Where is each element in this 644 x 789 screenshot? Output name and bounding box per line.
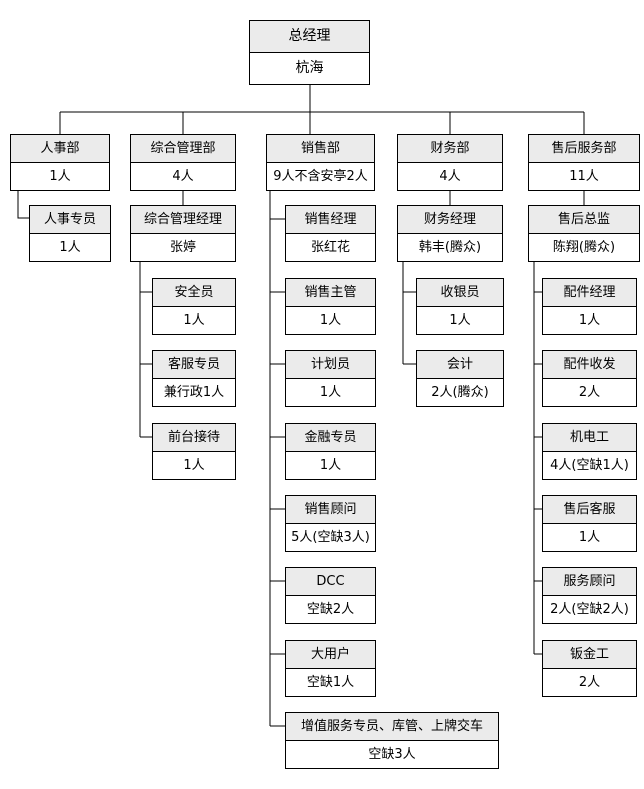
node-title: 综合管理经理 (131, 206, 235, 234)
org-node-finance-dept: 财务部 4人 (397, 134, 503, 191)
org-node-hr-dept: 人事部 1人 (10, 134, 110, 191)
node-value: 空缺1人 (306, 675, 355, 690)
node-value: 1人 (183, 458, 205, 473)
node-value: 张婷 (169, 240, 196, 255)
node-value: 2人(腾众) (431, 385, 489, 400)
node-title: 客服专员 (153, 351, 235, 379)
node-title: 销售主管 (286, 279, 375, 307)
org-node-value-added-services: 增值服务专员、库管、上牌交车 空缺3人 (285, 712, 499, 769)
node-value: 空缺3人 (368, 747, 416, 762)
node-value: 1人 (319, 385, 342, 400)
node-value: 4人(空缺1人) (550, 458, 629, 473)
org-node-dcc: DCC 空缺2人 (285, 567, 376, 624)
node-value: 1人 (578, 313, 601, 328)
org-node-admin-dept: 综合管理部 4人 (130, 134, 236, 191)
node-value: 1人 (49, 169, 71, 184)
org-node-sales-dept: 销售部 9人不含安亭2人 (266, 134, 375, 191)
node-title: 综合管理部 (131, 135, 235, 163)
node-title: 售后服务部 (529, 135, 639, 163)
node-value: 1人 (183, 313, 205, 328)
node-value: 4人 (172, 169, 194, 184)
org-node-service-advisor: 服务顾问 2人(空缺2人) (542, 567, 637, 624)
node-title: 销售部 (267, 135, 374, 163)
node-title: 前台接待 (153, 424, 235, 452)
node-value: 张红花 (310, 240, 350, 255)
node-value: 5人(空缺3人) (291, 530, 370, 545)
node-title: 人事部 (11, 135, 109, 163)
node-title: 售后总监 (529, 206, 639, 234)
org-node-customer-service: 客服专员 兼行政1人 (152, 350, 236, 407)
org-node-hr-specialist: 人事专员 1人 (29, 205, 111, 262)
org-node-sales-manager: 销售经理 张红花 (285, 205, 376, 262)
node-title: 收银员 (417, 279, 503, 307)
node-value: 4人 (439, 169, 461, 184)
node-value: 1人 (449, 313, 471, 328)
node-value: 11人 (569, 169, 599, 184)
connector-path (17, 84, 585, 727)
node-value: 韩丰(腾众) (418, 240, 482, 255)
node-title: 服务顾问 (543, 568, 636, 596)
node-title: 财务部 (398, 135, 502, 163)
node-title: 机电工 (543, 424, 636, 452)
node-title: 总经理 (250, 21, 369, 53)
org-node-reception: 前台接待 1人 (152, 423, 236, 480)
node-value: 陈翔(腾众) (552, 240, 616, 255)
org-node-panel-beater: 钣金工 2人 (542, 640, 637, 697)
node-title: 会计 (417, 351, 503, 379)
org-node-safety-officer: 安全员 1人 (152, 278, 236, 335)
node-title: 大用户 (286, 641, 375, 669)
org-node-mechanic: 机电工 4人(空缺1人) (542, 423, 637, 480)
org-node-aftersales-service: 售后客服 1人 (542, 495, 637, 552)
node-value: 1人 (319, 313, 342, 328)
org-node-aftersales-director: 售后总监 陈翔(腾众) (528, 205, 640, 262)
node-value: 9人不含安亭2人 (273, 169, 368, 184)
org-node-parts-manager: 配件经理 1人 (542, 278, 637, 335)
org-node-sales-consultant: 销售顾问 5人(空缺3人) (285, 495, 376, 552)
node-value: 空缺2人 (306, 602, 355, 617)
node-value: 1人 (319, 458, 342, 473)
org-node-admin-manager: 综合管理经理 张婷 (130, 205, 236, 262)
org-node-accountant: 会计 2人(腾众) (416, 350, 504, 407)
org-node-sales-supervisor: 销售主管 1人 (285, 278, 376, 335)
node-title: 增值服务专员、库管、上牌交车 (286, 713, 498, 741)
node-title: 销售顾问 (286, 496, 375, 524)
node-title: 钣金工 (543, 641, 636, 669)
node-value: 杭海 (295, 60, 324, 76)
node-value: 2人 (578, 385, 601, 400)
node-title: 售后客服 (543, 496, 636, 524)
node-value: 1人 (59, 240, 81, 255)
node-title: 金融专员 (286, 424, 375, 452)
node-value: 1人 (578, 530, 601, 545)
node-title: 财务经理 (398, 206, 502, 234)
node-title: 安全员 (153, 279, 235, 307)
org-node-key-account: 大用户 空缺1人 (285, 640, 376, 697)
node-title: 人事专员 (30, 206, 110, 234)
node-title: DCC (286, 568, 375, 596)
org-node-general-manager: 总经理 杭海 (249, 20, 370, 85)
node-value: 2人 (578, 675, 601, 690)
org-node-finance-specialist: 金融专员 1人 (285, 423, 376, 480)
org-node-finance-manager: 财务经理 韩丰(腾众) (397, 205, 503, 262)
node-title: 销售经理 (286, 206, 375, 234)
node-title: 计划员 (286, 351, 375, 379)
node-title: 配件经理 (543, 279, 636, 307)
org-node-aftersales-dept: 售后服务部 11人 (528, 134, 640, 191)
org-node-planner: 计划员 1人 (285, 350, 376, 407)
node-value: 兼行政1人 (163, 385, 225, 400)
node-value: 2人(空缺2人) (550, 602, 629, 617)
org-node-parts-clerk: 配件收发 2人 (542, 350, 637, 407)
org-node-cashier: 收银员 1人 (416, 278, 504, 335)
node-title: 配件收发 (543, 351, 636, 379)
